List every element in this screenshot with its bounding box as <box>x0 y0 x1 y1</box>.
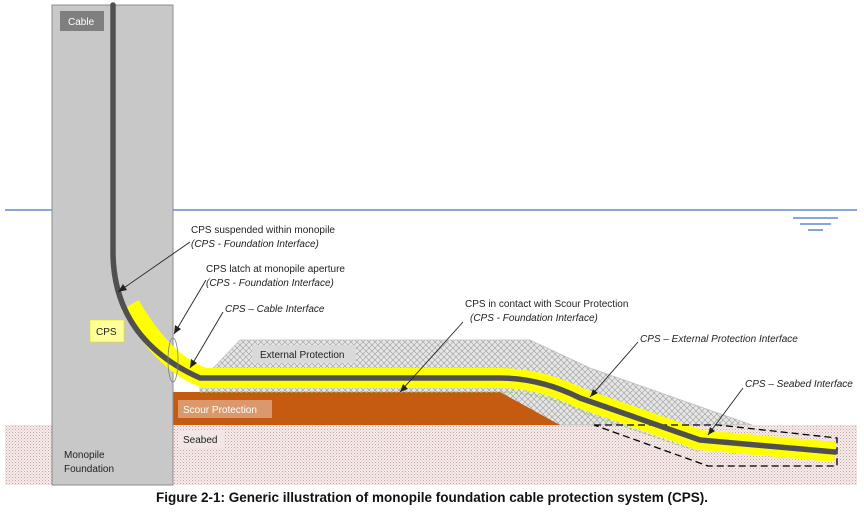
figure-caption: Figure 2-1: Generic illustration of mono… <box>155 490 709 505</box>
cable-label: Cable <box>68 17 95 28</box>
callout-seabed-arrow <box>707 387 744 436</box>
scour-protection-label: Scour Protection <box>183 405 257 416</box>
cable-label-box <box>60 11 104 31</box>
callout-contact-title: CPS in contact with Scour Protection <box>465 299 628 310</box>
callout-contact-sub: (CPS - Foundation Interface) <box>470 313 598 324</box>
scour-protection-label-box <box>178 400 272 418</box>
callout-cable-interface: CPS – Cable Interface <box>225 304 325 315</box>
callout-seabed-arrowhead <box>708 427 715 435</box>
external-protection-label-box <box>252 345 356 363</box>
seabed-label-box <box>178 430 224 448</box>
cps-latch-marker <box>167 337 179 383</box>
seabed-label: Seabed <box>183 435 217 446</box>
cps-contact-edge <box>200 391 701 453</box>
callout-cable-arrowhead <box>190 359 197 368</box>
callout-latch-arrow <box>173 279 207 335</box>
external-protection-label: External Protection <box>260 350 345 361</box>
monopile-label-box <box>58 443 126 479</box>
callout-cable-arrow <box>189 311 224 369</box>
callout-external-arrow <box>589 341 639 398</box>
callout-latch-title: CPS latch at monopile aperture <box>206 264 345 275</box>
callout-contact-arrowhead <box>400 384 408 392</box>
callout-contact-arrow <box>399 321 464 393</box>
callout-suspended-title: CPS suspended within monopile <box>191 225 335 236</box>
callout-external-arrowhead <box>590 389 598 397</box>
callout-suspended-sub: (CPS - Foundation Interface) <box>191 239 319 250</box>
callout-external-interface: CPS – External Protection Interface <box>640 334 798 345</box>
callout-suspended-arrowhead <box>118 284 127 292</box>
monopile-label-line1: Monopile <box>64 450 105 461</box>
water-level-icon <box>793 217 838 231</box>
callout-latch-sub: (CPS - Foundation Interface) <box>206 278 334 289</box>
callout-seabed-interface: CPS – Seabed Interface <box>745 379 853 390</box>
cable <box>110 2 838 455</box>
callout-latch-arrowhead <box>174 325 181 334</box>
cps-label-box <box>89 319 125 343</box>
cps-label: CPS <box>96 327 117 338</box>
callout-suspended-arrow <box>117 241 191 293</box>
monopile-label-line2: Foundation <box>64 464 114 475</box>
